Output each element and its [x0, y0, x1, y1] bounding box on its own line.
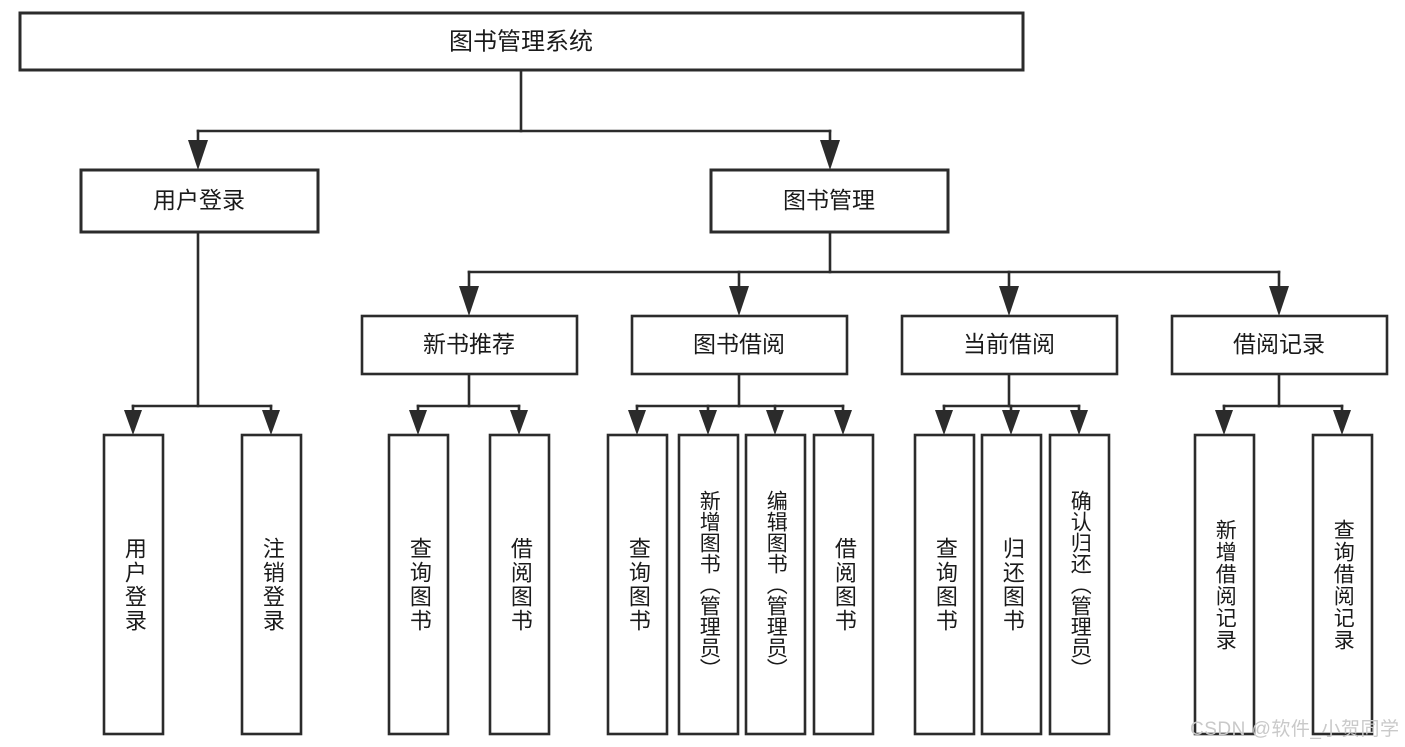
arrow-leaf-add-borrow-record [1215, 410, 1233, 435]
node-borrow-record-label: 借阅记录 [1233, 331, 1325, 357]
node-leaf-logout-login-box[interactable] [240, 433, 303, 736]
node-leaf-user-login-box[interactable] [102, 433, 165, 736]
node-layer: 图书管理系统 用户登录 图书管理 新书推荐 图书借阅 当前借阅 借阅记录 [18, 11, 1389, 736]
arrow-new-book-recommend [459, 286, 479, 316]
node-current-borrow-box[interactable] [900, 314, 1119, 376]
node-leaf-query-book-3-box[interactable] [913, 433, 976, 736]
node-leaf-add-book-admin-box[interactable] [677, 433, 740, 736]
arrow-leaf-logout-login [262, 410, 280, 435]
arrow-leaf-query-book-1 [409, 410, 427, 435]
node-user-login-label: 用户登录 [153, 187, 245, 213]
arrow-user-login [188, 140, 208, 170]
node-leaf-query-book-1-box[interactable] [387, 433, 450, 736]
node-root-box[interactable] [18, 11, 1025, 72]
node-leaf-confirm-return-admin-box[interactable] [1048, 433, 1111, 736]
arrow-leaf-return-book [1002, 410, 1020, 435]
node-current-borrow-label: 当前借阅 [963, 331, 1055, 357]
node-leaf-query-borrow-record-box[interactable] [1311, 433, 1374, 736]
arrow-book-manage [820, 140, 840, 170]
node-leaf-return-book-box[interactable] [980, 433, 1043, 736]
node-borrow-record-box[interactable] [1170, 314, 1389, 376]
node-book-borrow-box[interactable] [630, 314, 849, 376]
arrow-borrow-record [1269, 286, 1289, 316]
arrow-leaf-user-login [124, 410, 142, 435]
node-new-book-recommend-label: 新书推荐 [423, 331, 515, 357]
arrow-leaf-borrow-book-1 [510, 410, 528, 435]
node-root-label: 图书管理系统 [449, 28, 593, 55]
arrow-leaf-confirm-return-admin [1070, 410, 1088, 435]
arrow-leaf-edit-book-admin [766, 410, 784, 435]
node-leaf-add-borrow-record-box[interactable] [1193, 433, 1256, 736]
node-user-login-box[interactable] [79, 168, 320, 234]
connector-layer [124, 68, 1351, 435]
node-leaf-edit-book-admin-box[interactable] [744, 433, 807, 736]
node-leaf-borrow-book-1-box[interactable] [488, 433, 551, 736]
arrow-leaf-query-borrow-record [1333, 410, 1351, 435]
arrow-current-borrow [999, 286, 1019, 316]
arrow-leaf-query-book-3 [935, 410, 953, 435]
arrow-leaf-add-book-admin [699, 410, 717, 435]
arrow-leaf-borrow-book-2 [834, 410, 852, 435]
arrow-book-borrow [729, 286, 749, 316]
node-new-book-recommend-box[interactable] [360, 314, 579, 376]
node-book-manage-box[interactable] [709, 168, 950, 234]
node-book-manage-label: 图书管理 [783, 187, 875, 213]
node-leaf-borrow-book-2-box[interactable] [812, 433, 875, 736]
node-leaf-query-book-2-box[interactable] [606, 433, 669, 736]
arrow-leaf-query-book-2 [628, 410, 646, 435]
node-book-borrow-label: 图书借阅 [693, 331, 785, 357]
csdn-watermark: CSDN @软件_小贺同学 [1190, 719, 1400, 740]
